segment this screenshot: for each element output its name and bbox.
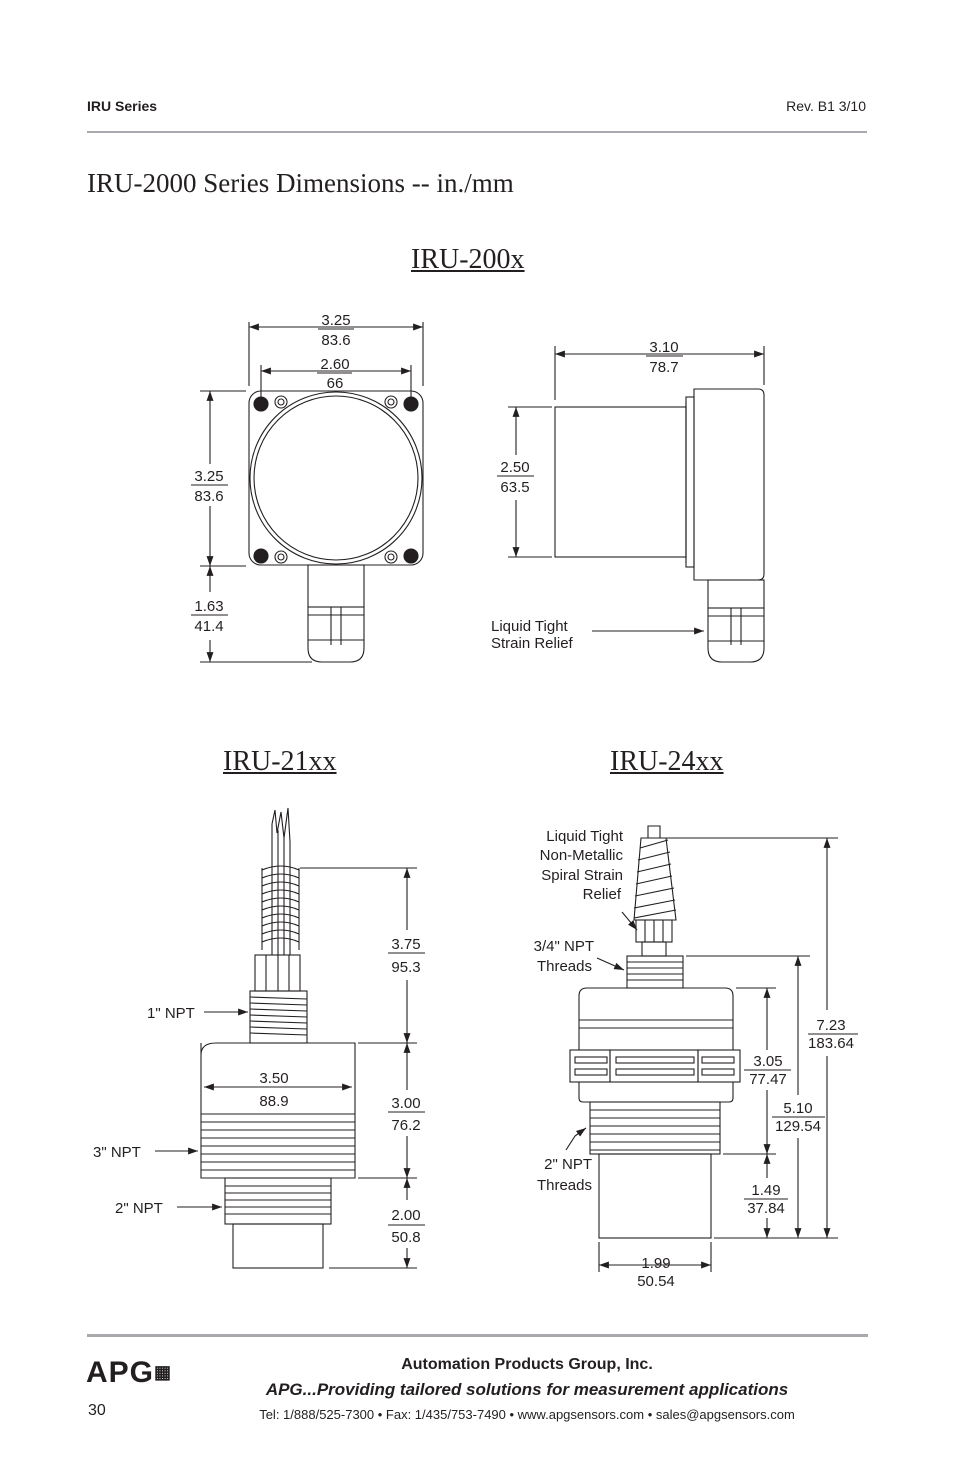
dim-21xx-bottom-in: 2.00 bbox=[391, 1207, 420, 1224]
page-title: IRU-2000 Series Dimensions -- in./mm bbox=[87, 168, 514, 198]
label-200x-relief-2: Strain Relief bbox=[491, 635, 574, 652]
iru21xx-drawing bbox=[200, 807, 356, 1269]
header-revision: Rev. B1 3/10 bbox=[786, 98, 866, 114]
section-title-iru24xx: IRU-24xx bbox=[610, 746, 724, 777]
dim-24xx-bottom-in: 1.49 bbox=[751, 1182, 780, 1199]
dim-200x-gland-mm: 41.4 bbox=[194, 618, 223, 635]
dim-200x-height-mm: 83.6 bbox=[194, 488, 223, 505]
section-title-iru21xx: IRU-21xx bbox=[223, 746, 337, 777]
dim-200x-depth-mm: 78.7 bbox=[649, 359, 678, 376]
dim-24xx-flange-mm: 77.47 bbox=[749, 1071, 787, 1088]
iru24xx-drawing bbox=[569, 825, 741, 1239]
dim-200x-depth-in: 3.10 bbox=[649, 339, 678, 356]
dim-21xx-cable-in: 3.75 bbox=[391, 936, 420, 953]
dim-200x-gland-in: 1.63 bbox=[194, 598, 223, 615]
dim-21xx-dia-mm: 88.9 bbox=[259, 1093, 288, 1110]
dim-200x-width-outer-in: 3.25 bbox=[321, 312, 350, 329]
dim-24xx-total-mm: 183.64 bbox=[808, 1035, 854, 1052]
label-24xx-relief-4: Relief bbox=[583, 886, 622, 903]
dim-200x-width-outer-mm: 83.6 bbox=[321, 332, 350, 349]
dim-24xx-mid-mm: 129.54 bbox=[775, 1118, 821, 1135]
dim-200x-width-inner-in: 2.60 bbox=[320, 356, 349, 373]
dim-200x-body-in: 2.50 bbox=[500, 459, 529, 476]
dim-21xx-dia-in: 3.50 bbox=[259, 1070, 288, 1087]
dim-24xx-dia-mm: 50.54 bbox=[637, 1273, 675, 1290]
header-series: IRU Series bbox=[87, 98, 158, 114]
dim-24xx-mid-in: 5.10 bbox=[783, 1100, 812, 1117]
footer-rule bbox=[87, 1334, 868, 1337]
label-24xx-npt34-2: Threads bbox=[537, 958, 592, 975]
iru200x-front-view bbox=[248, 390, 424, 663]
footer-contact: Tel: 1/888/525-7300 • Fax: 1/435/753-749… bbox=[259, 1407, 795, 1422]
label-24xx-npt2-2: Threads bbox=[537, 1177, 592, 1194]
page-number: 30 bbox=[88, 1402, 106, 1419]
iru200x-side-view bbox=[554, 388, 765, 663]
label-24xx-relief-2: Non-Metallic bbox=[540, 847, 624, 864]
label-21xx-npt1: 1" NPT bbox=[147, 1005, 195, 1022]
dim-21xx-cable-mm: 95.3 bbox=[391, 959, 420, 976]
label-24xx-npt34-1: 3/4" NPT bbox=[534, 938, 594, 955]
label-24xx-npt2-1: 2" NPT bbox=[544, 1156, 592, 1173]
footer-tagline: APG...Providing tailored solutions for m… bbox=[265, 1380, 789, 1399]
section-title-iru200x: IRU-200x bbox=[411, 244, 525, 275]
dim-24xx-flange-in: 3.05 bbox=[753, 1053, 782, 1070]
dim-200x-width-inner-mm: 66 bbox=[327, 375, 344, 392]
footer-company: Automation Products Group, Inc. bbox=[401, 1356, 653, 1373]
label-21xx-npt2: 2" NPT bbox=[115, 1200, 163, 1217]
dim-24xx-dia-in: 1.99 bbox=[641, 1255, 670, 1272]
dim-24xx-total-in: 7.23 bbox=[816, 1017, 845, 1034]
dim-200x-height-in: 3.25 bbox=[194, 468, 223, 485]
dim-200x-body-mm: 63.5 bbox=[500, 479, 529, 496]
apg-logo: APG▦ bbox=[86, 1356, 172, 1389]
dim-21xx-bottom-mm: 50.8 bbox=[391, 1229, 420, 1246]
dim-21xx-body-in: 3.00 bbox=[391, 1095, 420, 1112]
label-24xx-relief-3: Spiral Strain bbox=[541, 867, 623, 884]
label-24xx-relief-1: Liquid Tight bbox=[546, 828, 624, 845]
dim-21xx-body-mm: 76.2 bbox=[391, 1117, 420, 1134]
label-21xx-npt3: 3" NPT bbox=[93, 1144, 141, 1161]
dim-24xx-bottom-mm: 37.84 bbox=[747, 1200, 785, 1217]
label-200x-relief-1: Liquid Tight bbox=[491, 618, 569, 635]
header-rule bbox=[87, 131, 867, 133]
